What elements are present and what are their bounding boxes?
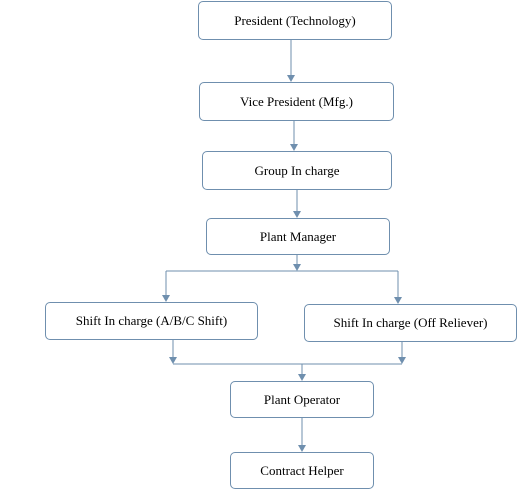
arrow-head-helper bbox=[298, 445, 306, 452]
node-contract-helper-label: Contract Helper bbox=[260, 462, 344, 478]
node-plant-operator: Plant Operator bbox=[230, 381, 374, 418]
node-president: President (Technology) bbox=[198, 1, 392, 40]
node-plant-operator-label: Plant Operator bbox=[263, 391, 341, 407]
node-plant-manager: Plant Manager bbox=[206, 218, 390, 255]
arrow-head-shift-abc bbox=[162, 295, 170, 302]
node-shift-in-charge-off: Shift In charge (Off Reliever) bbox=[304, 304, 517, 342]
node-group-in-charge: Group In charge bbox=[202, 151, 392, 190]
arrow-head-shift-off bbox=[394, 297, 402, 304]
arrow-head-merge-right bbox=[398, 357, 406, 364]
node-plant-manager-label: Plant Manager bbox=[259, 228, 337, 244]
node-shift-in-charge-abc: Shift In charge (A/B/C Shift) bbox=[45, 302, 258, 340]
arrow-head-plantmgr bbox=[293, 211, 301, 218]
node-shift-in-charge-abc-label: Shift In charge (A/B/C Shift) bbox=[75, 313, 228, 328]
node-shift-in-charge-off-label: Shift In charge (Off Reliever) bbox=[333, 315, 488, 330]
node-group-in-charge-label: Group In charge bbox=[254, 162, 340, 178]
node-contract-helper: Contract Helper bbox=[230, 452, 374, 489]
node-vice-president: Vice President (Mfg.) bbox=[199, 82, 394, 121]
node-president-label: President (Technology) bbox=[234, 12, 356, 28]
arrow-head-group bbox=[290, 144, 298, 151]
arrow-head-split bbox=[293, 264, 301, 271]
arrow-head-merge-left bbox=[169, 357, 177, 364]
arrow-head-operator bbox=[298, 374, 306, 381]
arrow-head-vp bbox=[287, 75, 295, 82]
node-vice-president-label: Vice President (Mfg.) bbox=[240, 93, 353, 109]
